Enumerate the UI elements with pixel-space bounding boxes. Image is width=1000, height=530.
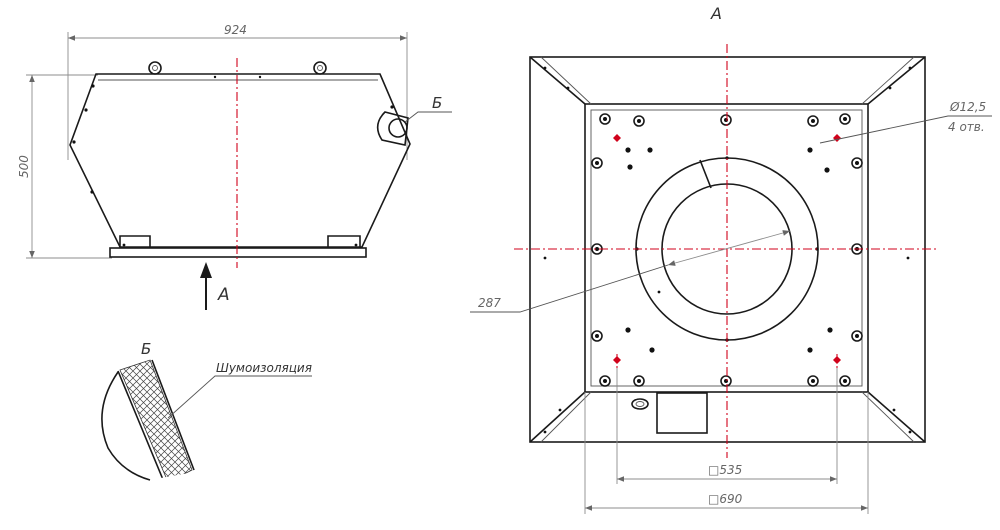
- terminal-box: [656, 392, 708, 434]
- view-arrow-a: А: [200, 262, 230, 310]
- lifting-eye-right: [313, 61, 327, 75]
- hole-count-label: 4 отв.: [948, 120, 985, 134]
- insulation-hatch: [119, 359, 193, 480]
- top-view-title: А: [710, 4, 722, 23]
- housing-outline: [69, 73, 411, 248]
- lifting-eye-left: [148, 61, 162, 75]
- radius-dimension-label: 287: [478, 296, 501, 310]
- detail-break-arc: [101, 371, 151, 481]
- height-dimension-label: 500: [17, 155, 31, 178]
- width-dimension: 924: [67, 23, 408, 160]
- detail-title: Б: [141, 340, 151, 358]
- detail-view: Б Шумоизоляция: [101, 340, 312, 481]
- insulation-label: Шумоизоляция: [216, 361, 312, 375]
- hole-diameter-label: Ø12,5: [949, 100, 986, 114]
- small-holes: [625, 147, 833, 353]
- height-dimension: 500: [17, 74, 112, 259]
- width-dimension-label: 924: [224, 23, 247, 37]
- side-bump: [376, 111, 409, 146]
- inner-square-dimension: □535: [708, 463, 742, 477]
- side-view: 924 500 Б: [17, 23, 452, 310]
- outer-square-dimension: □690: [708, 492, 743, 506]
- view-arrow-label: А: [217, 285, 230, 305]
- top-view: А: [470, 4, 992, 514]
- detail-callout-label: Б: [432, 94, 442, 112]
- mounting-rings: [591, 113, 863, 387]
- detail-b-circle: [388, 118, 408, 138]
- base-plate: [109, 247, 367, 258]
